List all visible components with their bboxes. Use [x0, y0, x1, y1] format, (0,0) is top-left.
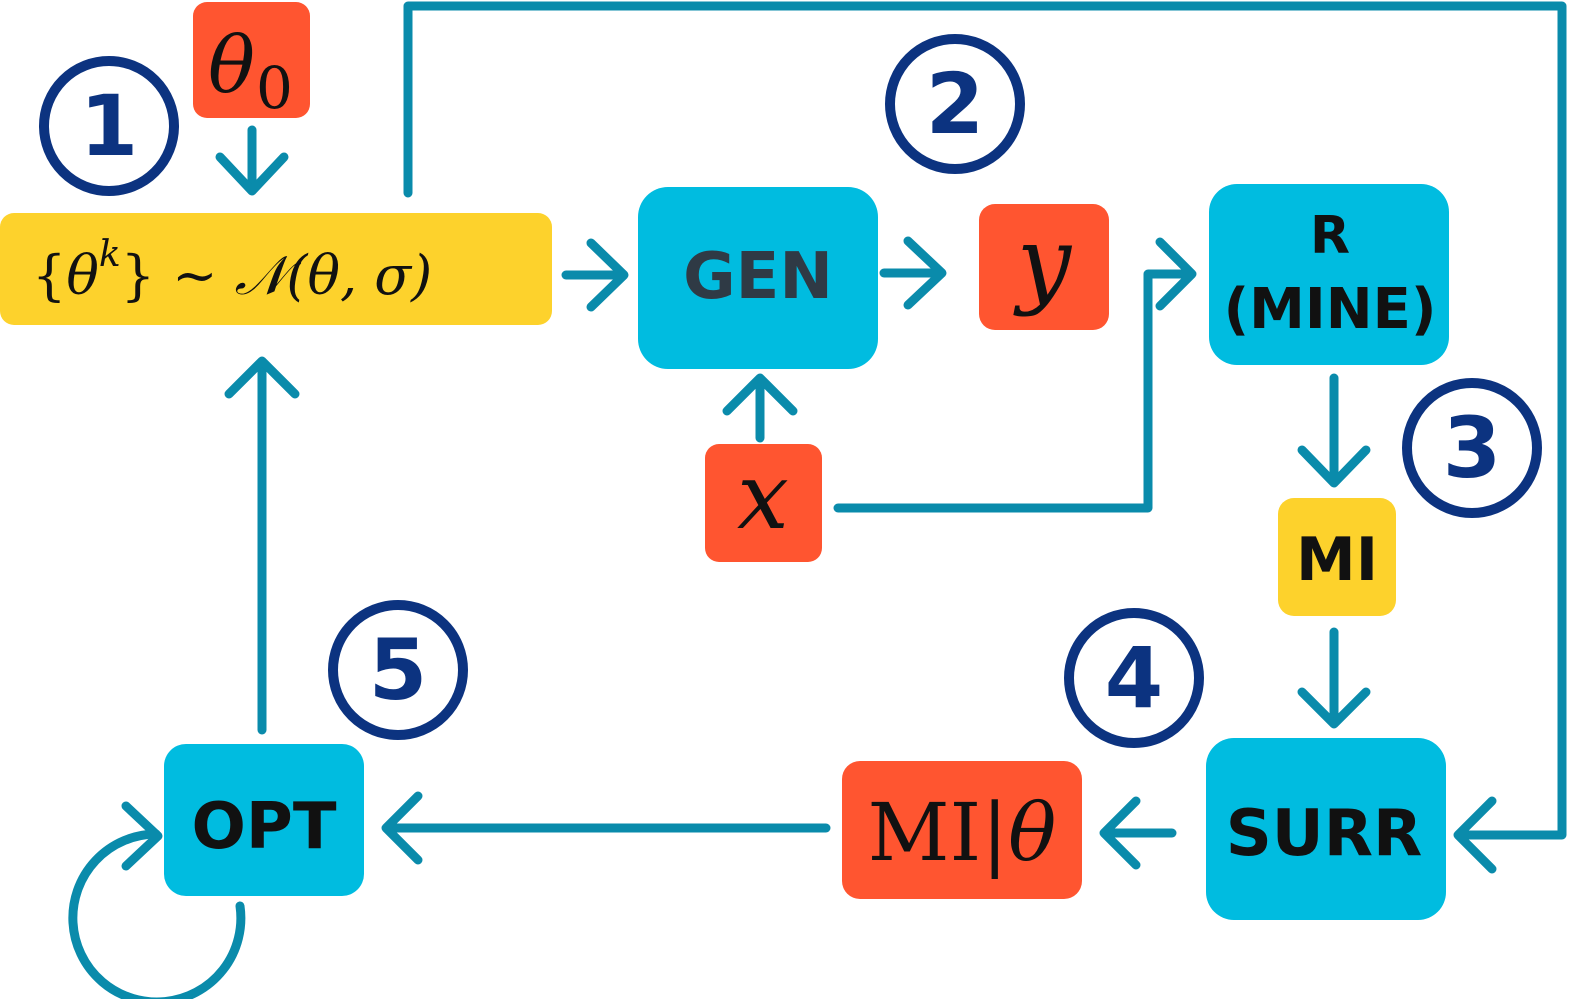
step-marker-2: 2 [885, 34, 1025, 174]
r-mine-label-line1: R [1310, 206, 1350, 266]
mi-node: MI [1278, 498, 1396, 616]
step-number-4: 4 [1105, 629, 1163, 727]
mi-label: MI [1296, 525, 1378, 595]
x-symbol: x [737, 443, 789, 550]
gen-label: GEN [683, 240, 833, 314]
r-mine-node: R (MINE) [1209, 184, 1449, 365]
arrowhead-opt-to-sample [224, 356, 300, 399]
theta0-node: θ 0 [193, 2, 310, 122]
edge-opt-self-loop [68, 829, 246, 999]
arrowhead-theta0-to-sample [215, 152, 289, 196]
arrowhead-surr-to-mi-given-theta [1099, 796, 1141, 870]
theta0-symbol: θ [208, 21, 255, 111]
arrowhead-r-mine-to-mi [1297, 445, 1371, 488]
arrowhead-sample-to-surr-loop [1453, 796, 1497, 874]
step-number-1: 1 [80, 77, 138, 175]
step-marker-3: 3 [1402, 378, 1542, 518]
theta0-subscript: 0 [256, 54, 293, 122]
step-marker-4: 4 [1064, 608, 1204, 748]
surr-node: SURR [1206, 738, 1446, 920]
y-symbol: y [1013, 206, 1073, 318]
surr-label: SURR [1226, 797, 1423, 871]
opt-node: OPT [164, 744, 364, 896]
step-number-5: 5 [369, 621, 427, 719]
gen-node: GEN [638, 187, 878, 369]
arrowhead-x-to-r-mine [1155, 237, 1197, 311]
y-node: y [979, 204, 1109, 330]
sample-distribution-node: {θk} ~ 𝒩(θ, σ) [0, 213, 552, 325]
arrowhead-mi-given-theta-to-opt [381, 791, 423, 865]
mi-given-theta-label: MI|θ [868, 786, 1057, 879]
arrowhead-sample-to-gen [586, 238, 629, 312]
x-node: x [705, 443, 822, 562]
mi-given-theta-node: MI|θ [842, 761, 1082, 899]
edge-x-to-r-mine [833, 269, 1195, 513]
step-marker-1: 1 [39, 56, 179, 196]
step-number-2: 2 [926, 55, 984, 153]
r-mine-label-line2: (MINE) [1224, 277, 1437, 342]
arrowhead-mi-to-surr [1297, 687, 1371, 729]
arrowhead-gen-to-y [903, 236, 947, 310]
sample-distribution-label: {θk} ~ 𝒩(θ, σ) [32, 234, 432, 307]
step-marker-5: 5 [328, 600, 468, 740]
arrowhead-opt-self-loop [121, 801, 163, 871]
step-number-3: 3 [1443, 399, 1501, 497]
opt-label: OPT [192, 790, 337, 864]
edge-sample-to-surr-loop [403, 1, 1567, 840]
arrowhead-x-to-gen [722, 373, 798, 416]
